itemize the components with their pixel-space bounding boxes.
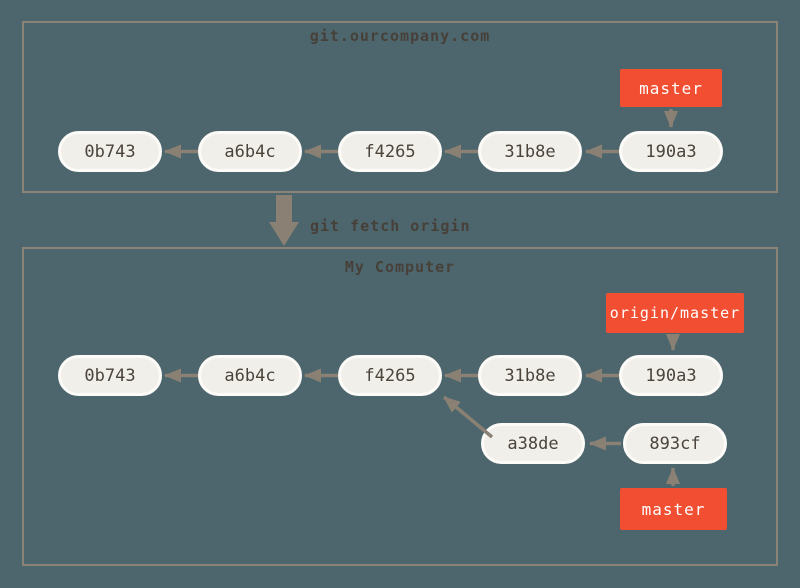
commit-node-a38de-local: a38de bbox=[481, 423, 585, 464]
branch-label-origin-master: origin/master bbox=[606, 293, 744, 333]
remote-repo-box: git.ourcompany.com 0b743 a6b4c f4265 31b… bbox=[22, 21, 778, 193]
commit-node-893cf-local: 893cf bbox=[623, 423, 727, 464]
commit-node-a6b4c-remote: a6b4c bbox=[198, 131, 302, 172]
commit-node-190a3-local: 190a3 bbox=[619, 355, 723, 396]
commit-node-0b743-remote: 0b743 bbox=[58, 131, 162, 172]
commit-node-31b8e-local: 31b8e bbox=[478, 355, 582, 396]
fetch-command-label: git fetch origin bbox=[310, 217, 471, 235]
commit-node-31b8e-remote: 31b8e bbox=[478, 131, 582, 172]
local-repo-box: My Computer 0b743 a6b4c f4265 31b8e 190a… bbox=[22, 247, 778, 566]
branch-label-master-local: master bbox=[620, 488, 727, 530]
commit-node-190a3-remote: 190a3 bbox=[619, 131, 723, 172]
commit-node-f4265-remote: f4265 bbox=[338, 131, 442, 172]
commit-node-f4265-local: f4265 bbox=[338, 355, 442, 396]
branch-label-master-remote: master bbox=[620, 69, 722, 107]
commit-node-0b743-local: 0b743 bbox=[58, 355, 162, 396]
commit-node-a6b4c-local: a6b4c bbox=[198, 355, 302, 396]
local-repo-title: My Computer bbox=[344, 258, 456, 276]
remote-repo-title: git.ourcompany.com bbox=[309, 27, 491, 45]
fetch-arrow bbox=[269, 195, 299, 246]
